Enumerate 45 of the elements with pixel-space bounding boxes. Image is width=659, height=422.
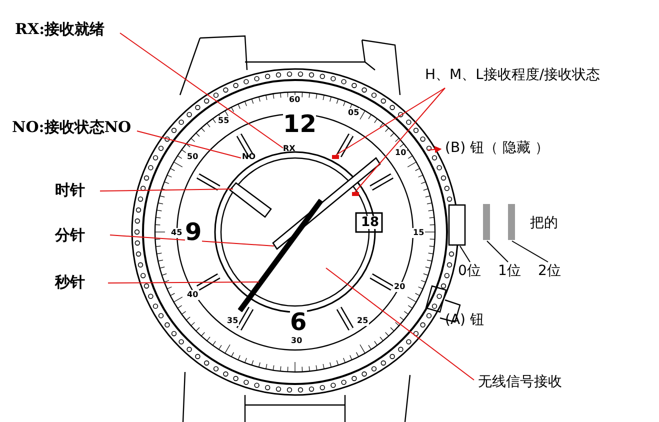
- crown-position-bar: [483, 204, 490, 240]
- callout-label: 时针: [55, 183, 85, 198]
- position-label: 1位: [498, 264, 521, 278]
- callout-label: (B) 钮（ 隐藏 ）: [445, 141, 549, 155]
- callout-label: 分针: [55, 228, 85, 243]
- dial-numeral: 20: [393, 282, 406, 292]
- position-label: 2位: [538, 264, 561, 278]
- leader-line: [326, 268, 474, 380]
- date-window-number: 18: [361, 216, 380, 229]
- crown-position-bar: [508, 204, 515, 240]
- note-label: 把的: [530, 216, 558, 230]
- dial-numeral: 45: [170, 228, 184, 238]
- dial-numeral: 40: [186, 290, 200, 300]
- leader-line: [120, 32, 284, 148]
- leader-line: [336, 88, 446, 156]
- callout-label: 秒针: [55, 275, 85, 290]
- leader-line: [486, 240, 508, 262]
- dial-numeral: 55: [217, 116, 230, 126]
- dial-numeral: 25: [356, 316, 370, 326]
- leader-line: [460, 246, 470, 262]
- second-hand: [238, 198, 324, 312]
- hour-hand: [229, 182, 272, 218]
- leader-line: [100, 188, 234, 192]
- callout-label: 无线信号接收: [478, 375, 562, 389]
- callout-label: RX:接收就绪: [15, 22, 105, 37]
- dial-numeral: 30: [290, 336, 304, 346]
- dial-numeral: 15: [412, 228, 426, 238]
- dial-mark: [332, 155, 339, 159]
- dial-numeral: 9: [185, 220, 202, 244]
- dial-mark: [352, 192, 359, 196]
- dial-numeral: 50: [186, 152, 200, 162]
- arrow: [428, 146, 442, 153]
- position-label: 0位: [458, 264, 481, 278]
- leader-line: [512, 240, 548, 262]
- leader-line: [354, 88, 446, 192]
- callout-label: H、M、L接收程度/接收状态: [425, 68, 600, 82]
- dial-numeral: 60: [288, 95, 302, 105]
- callout-label: NO:接收状态NO: [12, 120, 132, 135]
- dial-numeral: 10: [394, 148, 408, 158]
- dial-numeral: 05: [347, 108, 360, 118]
- dial-numeral: 35: [226, 316, 240, 326]
- leader-line: [136, 130, 242, 158]
- dial-mark: RX: [283, 145, 296, 153]
- crown: [448, 204, 466, 246]
- leader-line: [108, 282, 260, 284]
